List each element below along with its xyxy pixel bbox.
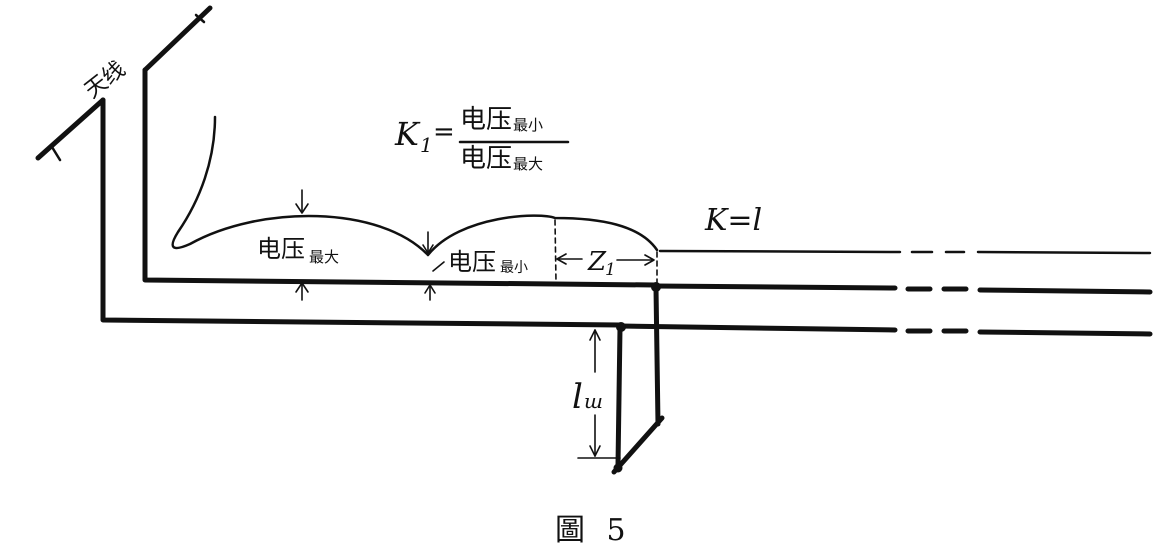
fraction-denominator: 电压 [460, 144, 512, 174]
k1-formula: K 1 = 电压 最小 电压 最大 [394, 105, 570, 174]
transmission-line-continuation [617, 249, 1153, 337]
voltage-min-label: 电压 最小 [448, 248, 528, 276]
lw-label: l ш [572, 377, 603, 417]
feeder-wire-outer [100, 97, 623, 328]
z1-label: Z 1 [587, 247, 616, 280]
voltage-max-label: 电压 最大 [257, 235, 339, 266]
k1-subscript: 1 [420, 133, 433, 157]
standing-wave-envelope [171, 115, 659, 283]
k1-symbol: K [394, 115, 421, 153]
antenna-upper-element [142, 5, 213, 73]
z1-dimension [556, 253, 655, 266]
voltage-max-text: 电压 [257, 235, 305, 263]
voltage-min-text: 电压 [448, 248, 496, 276]
z1-subscript: 1 [605, 260, 616, 280]
lw-subscript: ш [584, 389, 603, 413]
voltage-min-arrows [422, 231, 445, 301]
fraction-denominator-subscript: 最大 [513, 155, 543, 173]
feeder-wire-inner [142, 67, 658, 288]
z1-symbol: Z [587, 247, 607, 277]
fraction-numerator: 电压 [460, 105, 512, 135]
voltage-max-arrows [295, 189, 309, 301]
voltage-min-subscript: 最小 [500, 260, 528, 276]
lw-symbol: l [572, 377, 583, 417]
k1-equals: = [433, 117, 455, 147]
voltage-max-subscript: 最大 [309, 248, 339, 266]
matching-stub [611, 282, 665, 475]
figure-caption: 圖 5 [555, 513, 632, 548]
lw-dimension [577, 329, 621, 459]
antenna-label: 天线 [80, 57, 130, 104]
antenna-lower-element [35, 97, 106, 162]
fraction-numerator-subscript: 最小 [513, 116, 543, 134]
k-equals-one-label: K=l [704, 203, 762, 238]
